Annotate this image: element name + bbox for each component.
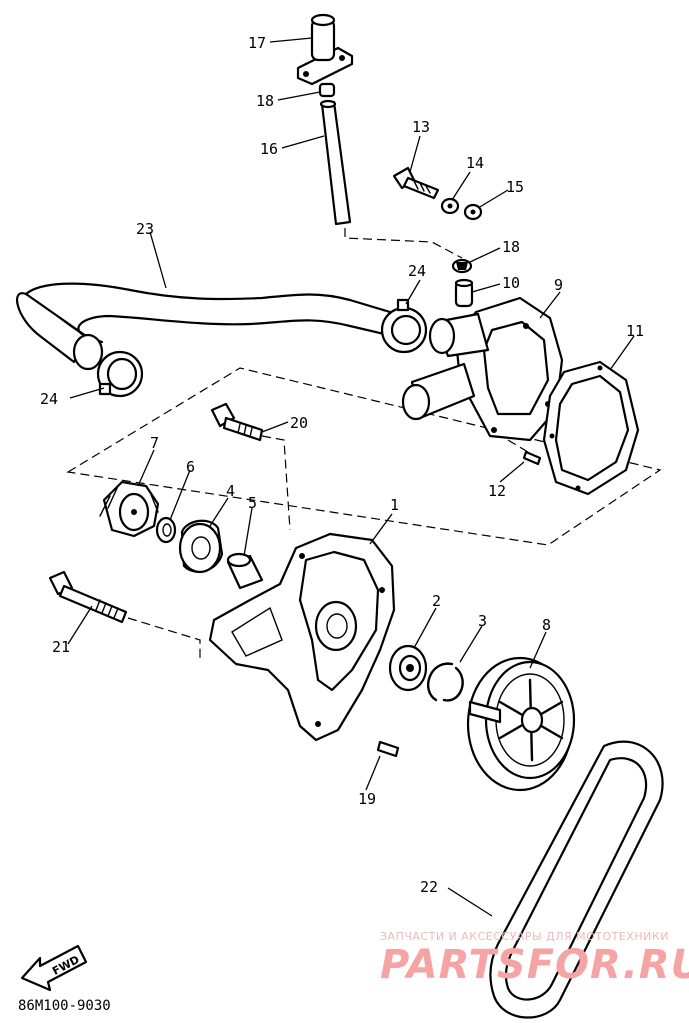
part-18-clamp-upper [318, 82, 336, 98]
leader-16 [281, 135, 325, 149]
callout-1: 1 [390, 496, 399, 514]
part-20-bolt [210, 402, 264, 442]
leader-23 [149, 231, 167, 289]
callout-18-upper: 18 [256, 92, 274, 110]
part-17-fitting [296, 13, 354, 86]
leader-24b [405, 279, 421, 305]
callout-3: 3 [478, 612, 487, 630]
part-19-pin [376, 740, 400, 758]
callout-9: 9 [554, 276, 563, 294]
fwd-arrow-icon: FWD [20, 944, 88, 992]
watermark-tagline: ЗАПЧАСТИ И АКСЕССУАРЫ ДЛЯ МОТОТЕХНИКИ [380, 930, 669, 943]
callout-10: 10 [502, 274, 520, 292]
part-15-nut [463, 203, 483, 221]
part-3-circlip [426, 662, 464, 702]
leader-3 [459, 625, 483, 663]
part-18-clamp-lower [451, 258, 473, 274]
leader-21 [67, 605, 93, 645]
part-14-washer [440, 197, 460, 215]
callout-4: 4 [226, 482, 235, 500]
callout-16: 16 [260, 140, 278, 158]
part-23-hose [16, 282, 392, 371]
callout-24-left: 24 [40, 390, 58, 408]
callout-20: 20 [290, 414, 308, 432]
leader-1 [369, 513, 393, 545]
part-6-washer [155, 516, 177, 544]
part-16-pipe [319, 99, 352, 226]
leader-22 [447, 887, 493, 917]
leader-7 [137, 449, 155, 487]
leader-24a [69, 387, 105, 399]
leader-dashed-pin-12 [507, 439, 529, 453]
diagram-code: 86M100-9030 [18, 998, 111, 1014]
callout-23: 23 [136, 220, 154, 238]
leader-2 [413, 607, 437, 649]
part-4-seal [178, 519, 224, 574]
part-12-pin [522, 450, 542, 466]
part-10-hose [454, 278, 474, 308]
leader-13 [409, 135, 421, 173]
callout-24-right: 24 [408, 262, 426, 280]
callout-21: 21 [52, 638, 70, 656]
callout-5: 5 [248, 494, 257, 512]
callout-14: 14 [466, 154, 484, 172]
leader-14 [451, 171, 471, 201]
callout-17: 17 [248, 34, 266, 52]
leader-20 [261, 421, 289, 433]
part-11-gasket [542, 360, 640, 496]
leader-11 [609, 335, 635, 371]
callout-12: 12 [488, 482, 506, 500]
callout-8: 8 [542, 616, 551, 634]
callout-13: 13 [412, 118, 430, 136]
leader-10 [471, 283, 501, 293]
part-22-belt [489, 740, 664, 1019]
callout-18-lower: 18 [502, 238, 520, 256]
leader-dashed-hose [344, 228, 463, 259]
leader-6 [169, 469, 191, 521]
part-13-bolt [392, 166, 440, 200]
assembly-dashed-outline [66, 367, 662, 546]
part-8-pulley [466, 656, 576, 792]
leader-8 [529, 631, 547, 669]
leader-19 [365, 755, 381, 791]
leader-dashed-bolt-21 [127, 617, 201, 658]
leader-12 [499, 461, 525, 483]
part-24-clamp-left [96, 350, 144, 398]
leader-15 [477, 189, 509, 209]
callout-22: 22 [420, 878, 438, 896]
part-7-impeller [99, 480, 160, 538]
part-24-clamp-right [380, 298, 428, 354]
part-2-bearing [388, 644, 428, 692]
callout-7: 7 [150, 434, 159, 452]
part-5-collar [226, 552, 264, 590]
callout-2: 2 [432, 592, 441, 610]
leader-18b [469, 247, 501, 263]
callout-19: 19 [358, 790, 376, 808]
leader-4 [209, 497, 229, 527]
part-21-bolt [48, 570, 128, 624]
leader-9 [539, 291, 561, 319]
watermark-brand: PARTSFOR.RU [380, 942, 689, 988]
leader-18a [277, 91, 321, 101]
callout-15: 15 [506, 178, 524, 196]
leader-dashed-bolt-20 [261, 435, 291, 531]
callout-11: 11 [626, 322, 644, 340]
callout-6: 6 [186, 458, 195, 476]
leader-17 [269, 37, 313, 43]
part-9-pump-cover [401, 296, 564, 442]
leader-5 [243, 507, 253, 557]
part-1-pump-housing [208, 532, 396, 742]
